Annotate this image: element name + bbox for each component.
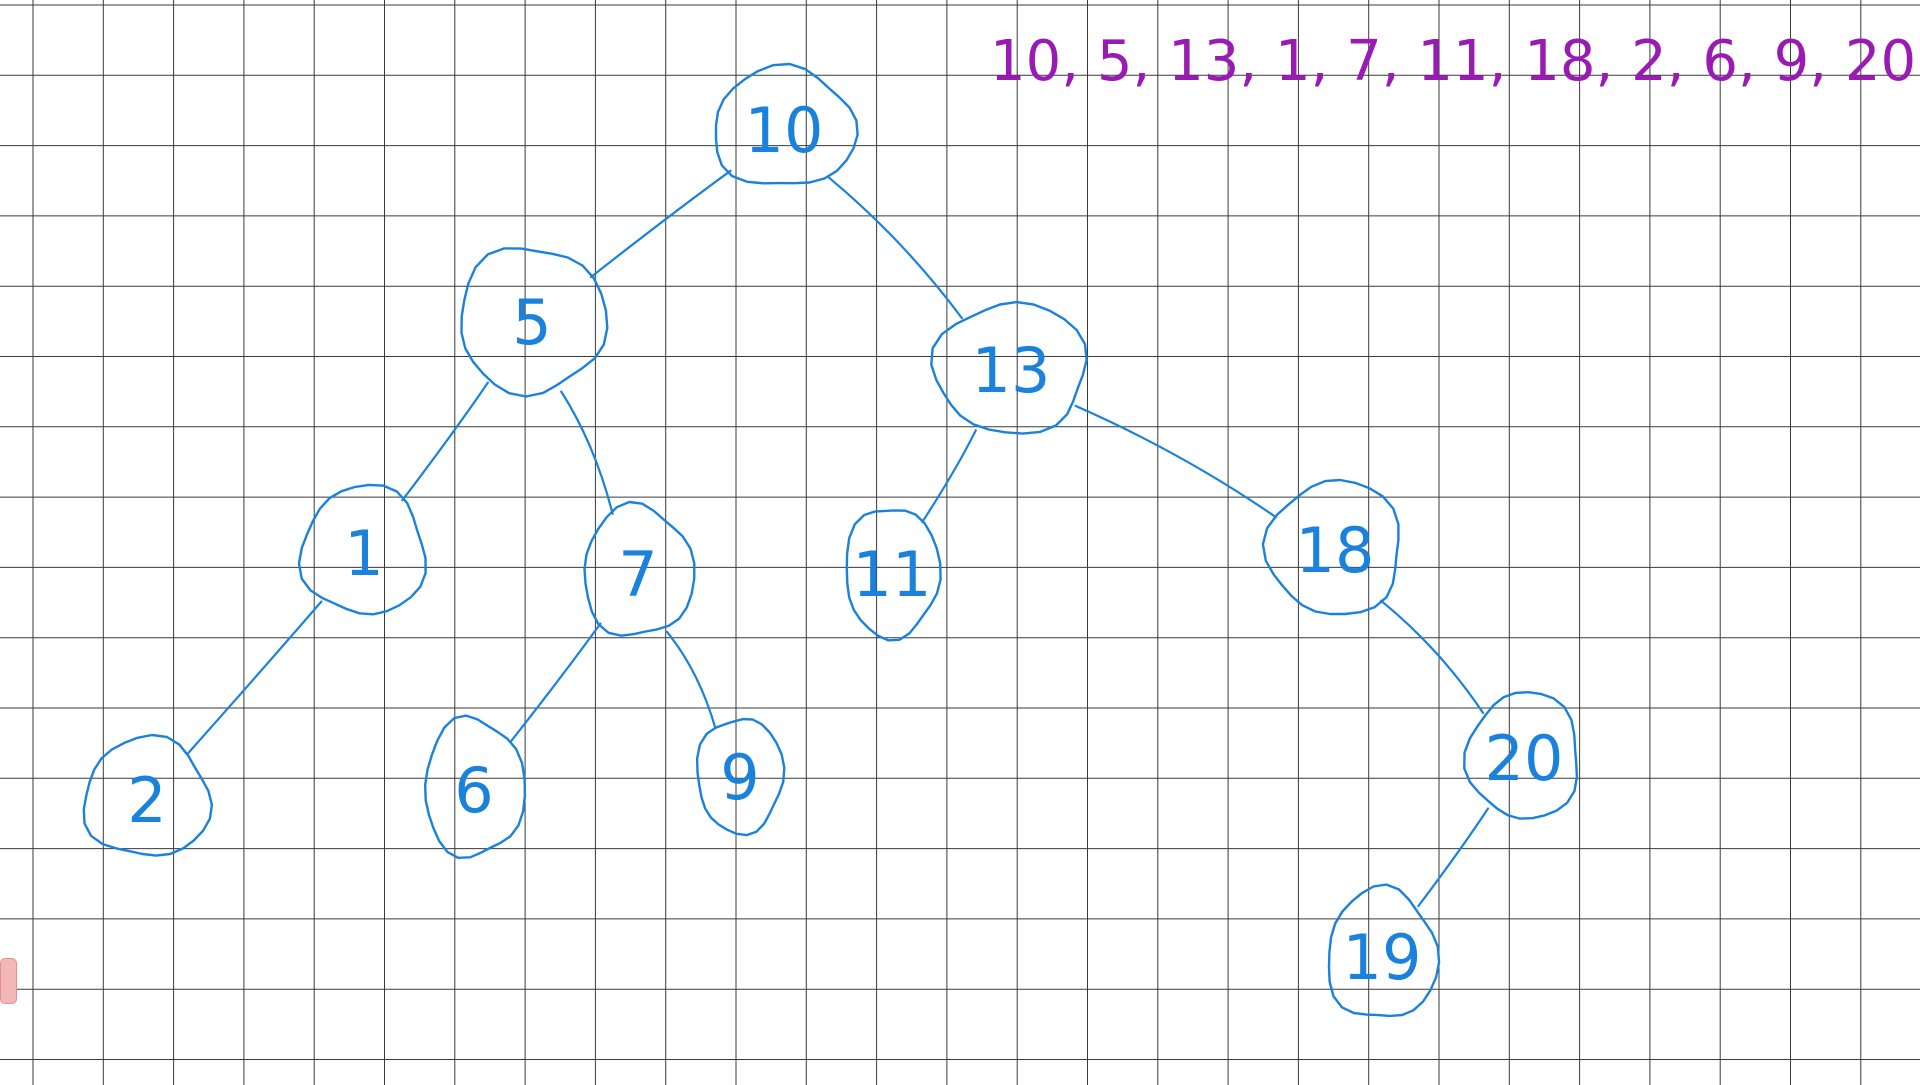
tree-edge-5-7 [560, 390, 614, 515]
tree-edge-20-19 [1417, 807, 1490, 908]
node-circle [845, 509, 942, 642]
node-label: 2 [127, 764, 166, 837]
tree-edge-18-20 [1380, 599, 1485, 715]
tree-edge-5-1 [401, 381, 489, 502]
node-circle [82, 733, 214, 857]
tree-nodes: 10 5 13 1 7 11 18 2 6 9 20 19 [82, 62, 1579, 1018]
node-label: 20 [1485, 722, 1564, 795]
tree-node-18: 18 [1261, 478, 1400, 616]
node-circle [1261, 478, 1400, 616]
node-label: 18 [1296, 514, 1375, 587]
node-circle [695, 717, 786, 837]
tree-node-6: 6 [424, 714, 527, 859]
tree-edge-1-2 [187, 600, 323, 755]
tree-node-13: 13 [930, 300, 1088, 435]
tree-edge-10-5 [589, 169, 732, 279]
node-circle [297, 483, 427, 616]
tree-node-1: 1 [297, 483, 427, 616]
node-label: 5 [512, 286, 551, 359]
tree-node-9: 9 [695, 717, 786, 837]
node-circle [460, 247, 609, 398]
tree-node-2: 2 [82, 733, 214, 857]
node-label: 19 [1343, 921, 1422, 994]
node-label: 1 [344, 517, 383, 590]
tree-node-5: 5 [460, 247, 609, 398]
node-label: 9 [720, 741, 759, 814]
tree-node-11: 11 [845, 509, 942, 642]
node-circle [1327, 883, 1441, 1018]
node-label: 7 [618, 538, 657, 611]
tree-edge-7-9 [665, 630, 717, 729]
tree-node-10: 10 [714, 62, 859, 185]
insertion-sequence: 10, 5, 13, 1, 7, 11, 18, 2, 6, 9, 20, 19 [990, 29, 1920, 94]
node-label: 10 [745, 94, 824, 167]
tree-edges [187, 169, 1490, 908]
node-circle [714, 62, 859, 185]
node-label: 13 [972, 334, 1051, 407]
node-circle [930, 300, 1088, 435]
tree-edge-13-11 [921, 429, 977, 524]
tree-node-7: 7 [583, 500, 696, 637]
node-label: 11 [853, 538, 932, 611]
page-scroll-marker[interactable] [0, 958, 17, 1004]
node-label: 6 [454, 754, 493, 827]
tree-edge-7-6 [509, 622, 602, 743]
tree-edge-10-13 [828, 176, 963, 320]
tree-edge-13-18 [1074, 404, 1277, 519]
tree-node-19: 19 [1327, 883, 1441, 1018]
node-circle [583, 500, 696, 637]
tree-node-20: 20 [1463, 691, 1579, 820]
node-circle [424, 714, 527, 859]
node-circle [1463, 691, 1579, 820]
